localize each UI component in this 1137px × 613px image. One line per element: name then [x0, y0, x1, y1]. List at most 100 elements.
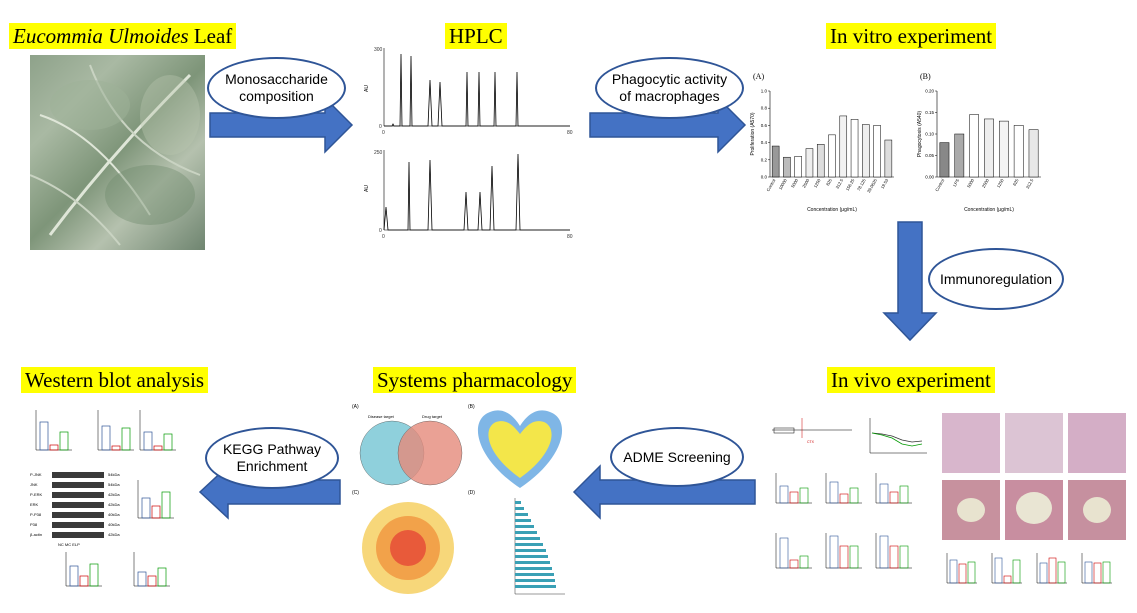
hplc-bottom: AU: [364, 150, 570, 231]
band: [52, 472, 104, 478]
x-tick-label: 19.53: [880, 177, 890, 189]
svg-text:80: 80: [567, 234, 573, 240]
x-tick-label: 5000: [966, 177, 975, 188]
systems-pharmacology-title: Systems pharmacology: [373, 367, 577, 393]
bar: [884, 139, 893, 178]
svg-text:0: 0: [382, 234, 385, 240]
band: [52, 512, 104, 518]
svg-text:AU: AU: [364, 185, 370, 192]
bar: [939, 142, 950, 178]
svg-text:AU: AU: [364, 85, 370, 92]
y-tick-label: 0.6: [761, 123, 768, 128]
x-axis-label: Concentration (μg/mL): [964, 207, 1014, 213]
x-tick-label: 5000: [790, 177, 799, 188]
band-label: P-ERK: [30, 492, 43, 497]
x-tick-label: 39.0625: [866, 177, 878, 193]
band-label: JNK: [30, 482, 38, 487]
svg-text:0: 0: [379, 124, 382, 130]
svg-text:(D): (D): [468, 490, 475, 496]
invitro-panel-b-label: (B): [920, 72, 931, 81]
x-tick-label: 78.125: [856, 177, 867, 191]
x-tick-label: 2500: [801, 177, 810, 188]
y-tick-label: 0.2: [761, 157, 768, 162]
in-vivo-graphics: CTX: [772, 413, 1126, 584]
svg-text:CTX: CTX: [807, 440, 815, 444]
bar: [816, 144, 825, 178]
band-groups: NC MC ELP: [58, 542, 80, 547]
x-tick-label: 312.5: [835, 177, 845, 189]
bar: [839, 115, 848, 178]
bar: [969, 114, 979, 178]
bar: [954, 133, 965, 178]
y-tick-label: 0.0: [761, 175, 768, 180]
band-size: 54kDa: [108, 482, 120, 487]
in-vivo-figure: CTX: [762, 408, 1132, 604]
band-size: 42kDa: [108, 492, 120, 497]
band-size: 42kDa: [108, 532, 120, 537]
y-tick-label: 0.10: [925, 132, 934, 137]
svg-text:0: 0: [379, 228, 382, 234]
bar: [862, 124, 870, 178]
svg-text:(C): (C): [352, 490, 359, 496]
oval-kegg: KEGG Pathway Enrichment: [205, 427, 339, 489]
oval-monosaccharide: Monosaccharide composition: [207, 57, 346, 119]
in-vivo-title: In vivo experiment: [827, 367, 995, 393]
bar: [805, 148, 814, 178]
x-tick-label: 1250: [996, 177, 1005, 188]
y-tick-label: 0.4: [761, 140, 768, 145]
hplc-top: AU: [364, 48, 570, 127]
bar: [771, 145, 780, 178]
x-tick-label: 312.5: [1025, 177, 1035, 189]
western-blot-title: Western blot analysis: [21, 367, 209, 393]
hplc-chromatograms: AU 0 300 0 80 AU 0 250 0 80: [364, 47, 573, 240]
bar: [794, 156, 802, 178]
svg-text:0: 0: [382, 130, 385, 136]
oval-phagocytic: Phagocytic activity of macrophages: [595, 57, 744, 119]
svg-text:80: 80: [567, 130, 573, 136]
leaf-photo: [30, 55, 205, 250]
oval-immunoregulation: Immunoregulation: [928, 248, 1064, 310]
band-size: 54kDa: [108, 472, 120, 477]
x-tick-label: 625: [1012, 177, 1020, 186]
x-axis-label: Concentration (μg/mL): [807, 207, 857, 213]
svg-text:Drug target: Drug target: [422, 414, 443, 419]
band: [52, 492, 104, 498]
band-label: ERK: [30, 502, 39, 507]
svg-text:300: 300: [374, 47, 383, 53]
x-tick-label: LPS: [952, 178, 960, 188]
band-size: 40kDa: [108, 512, 120, 517]
band: [52, 502, 104, 508]
svg-text:(B): (B): [468, 404, 475, 410]
oval-adme: ADME Screening: [610, 427, 744, 487]
svg-text:Disease target: Disease target: [368, 414, 395, 419]
bar: [1028, 129, 1039, 178]
x-tick-label: 1250: [813, 177, 822, 188]
band-label: P38: [30, 522, 38, 527]
y-axis-label: Proliferation (A570): [750, 112, 756, 155]
systems-pharmacology-figure: (A) (B) (C) (D) Disease target Drug targ…: [350, 398, 575, 608]
hplc-top-ticks: 0 300 0 80: [374, 47, 573, 136]
bar: [873, 125, 881, 178]
x-tick-label: Control: [934, 178, 945, 192]
systems-graphics: (A) (B) (C) (D) Disease target Drug targ…: [352, 404, 565, 595]
arrow-invivo-to-systems: [572, 464, 756, 520]
arrow-invitro-to-invivo: [882, 221, 938, 342]
y-tick-label: 1.0: [761, 89, 768, 94]
band-label: β-actin: [30, 532, 42, 537]
arrow-leaf-to-hplc: [209, 96, 354, 154]
y-tick-label: 0.00: [925, 175, 934, 180]
bar: [828, 134, 836, 178]
band: [52, 482, 104, 488]
x-tick-label: Control: [765, 178, 776, 192]
band: [52, 532, 104, 538]
y-tick-label: 0.20: [925, 89, 934, 94]
bar: [999, 120, 1009, 178]
hplc-title: HPLC: [445, 23, 507, 49]
y-axis-label: Phagocytosis (A540): [917, 111, 923, 157]
x-tick-label: 156.25: [845, 177, 856, 191]
